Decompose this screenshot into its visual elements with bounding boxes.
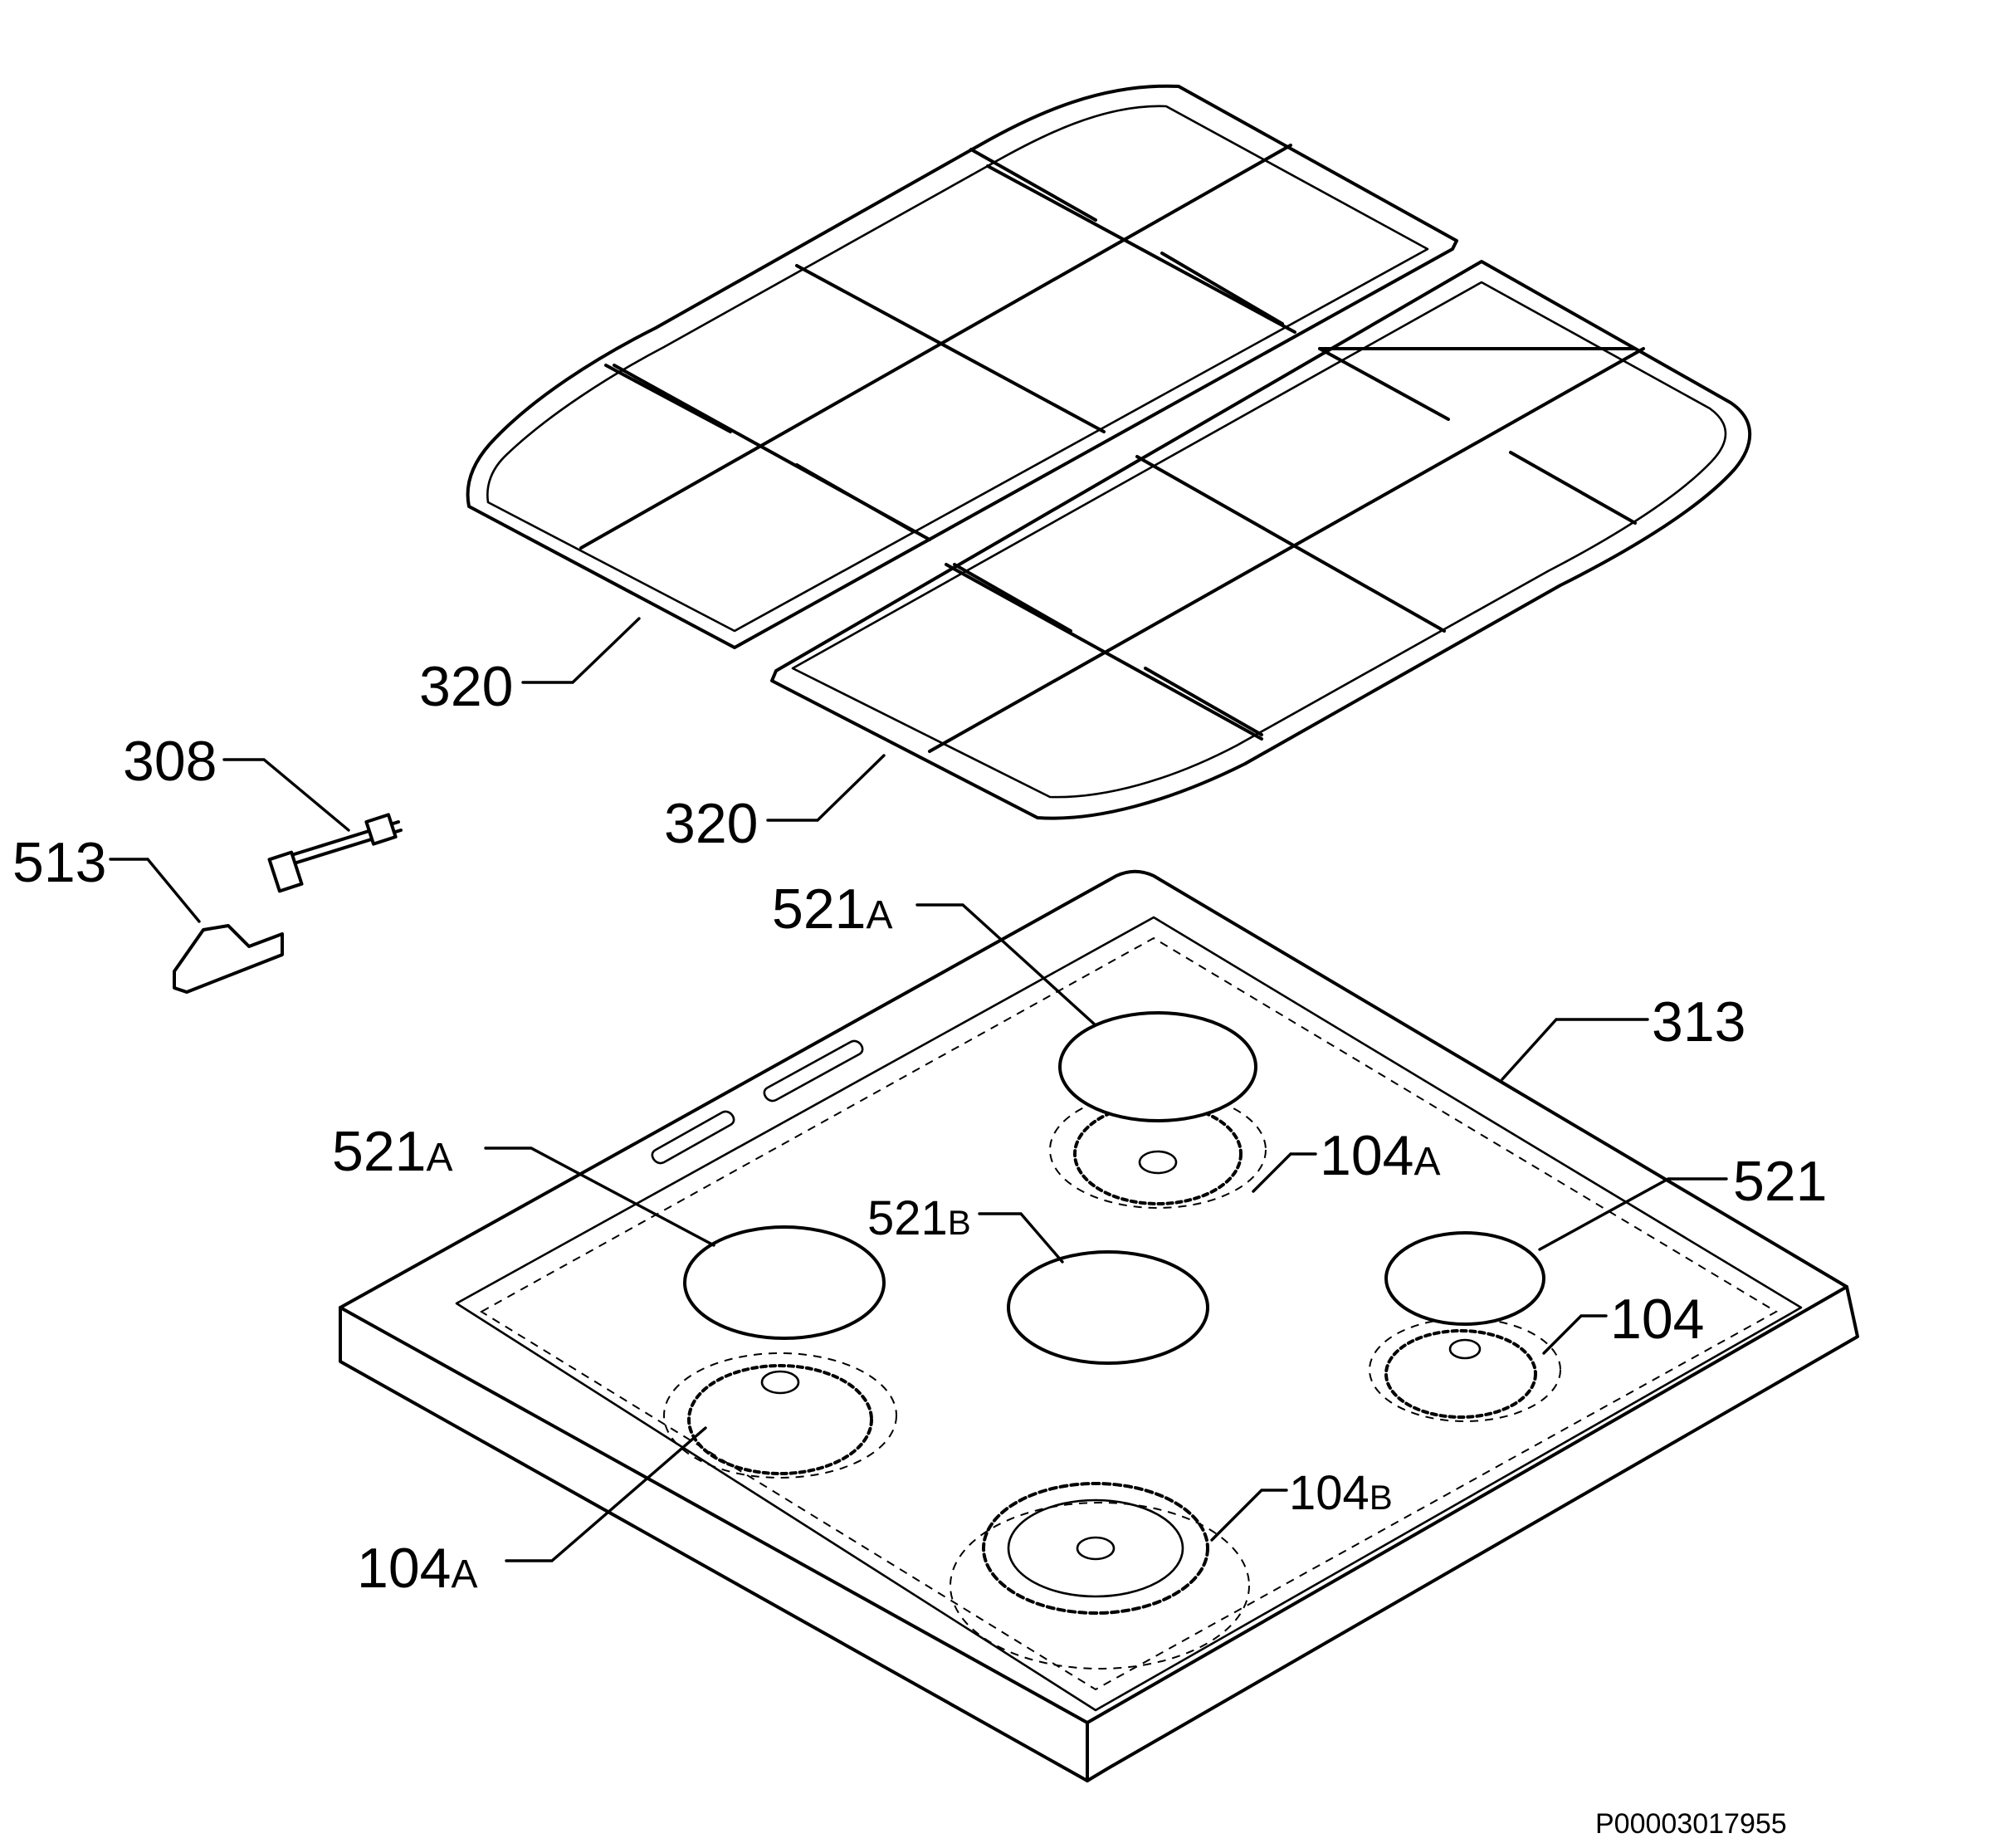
- callout-320-top: 320: [419, 655, 513, 718]
- hob-top-plate: [339, 869, 1859, 1782]
- callout-521b: 521B: [867, 1191, 971, 1245]
- callout-521a-top: 521A: [772, 878, 892, 941]
- thermocouple-part: [267, 813, 403, 893]
- callout-104a-right: 104A: [1320, 1124, 1440, 1187]
- burner-center: [1007, 1250, 1209, 1365]
- leader-lines: [109, 617, 1728, 1562]
- burner-right: [1369, 1231, 1561, 1422]
- reference-code: P00003017955: [1595, 1808, 1787, 1840]
- burner-front-wok: [950, 1482, 1250, 1670]
- knob-bracket-part: [173, 924, 284, 994]
- burner-front-left: [663, 1225, 897, 1479]
- pan-support-grid-right: [770, 260, 1752, 820]
- callout-313: 313: [1652, 990, 1745, 1054]
- callout-521: 521: [1733, 1150, 1827, 1213]
- callout-104a-left: 104A: [357, 1537, 477, 1600]
- callout-521a-left: 521A: [332, 1120, 452, 1183]
- pan-support-grid-left: [466, 84, 1458, 649]
- burner-back-left: [1049, 1011, 1267, 1209]
- callout-104: 104: [1610, 1288, 1704, 1351]
- callout-513: 513: [12, 831, 106, 894]
- callout-320-bottom: 320: [664, 792, 758, 855]
- callout-308: 308: [123, 730, 217, 793]
- callout-104b: 104B: [1289, 1466, 1393, 1520]
